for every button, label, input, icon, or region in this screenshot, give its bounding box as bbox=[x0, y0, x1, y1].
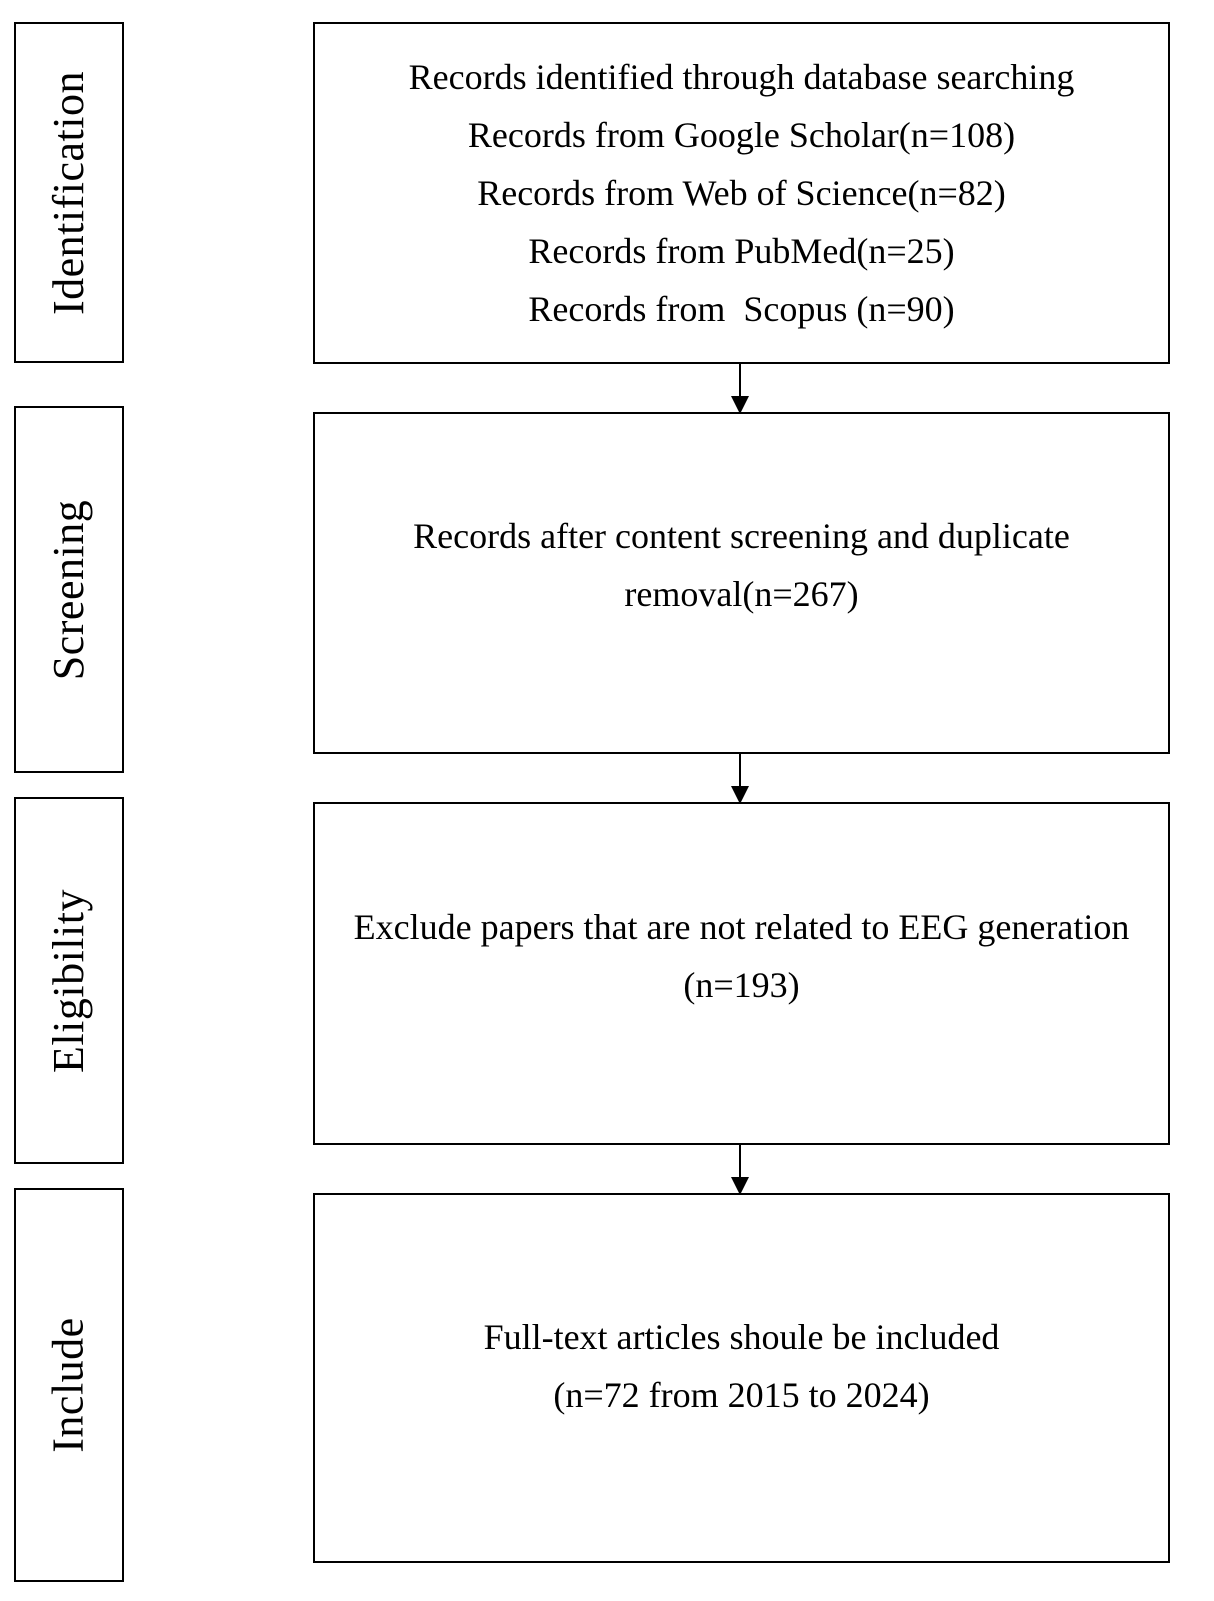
stage-label-screening: Screening bbox=[44, 499, 93, 680]
stage-screening: Screening bbox=[14, 406, 124, 773]
box-line: Records from PubMed(n=25) bbox=[528, 231, 955, 271]
box-line: Full-text articles shoule be included bbox=[483, 1317, 1000, 1357]
box-line: removal(n=267) bbox=[624, 574, 859, 614]
box-line: Records identified through database sear… bbox=[408, 57, 1075, 97]
box-line: Records after content screening and dupl… bbox=[413, 516, 1070, 556]
eligibility-box: Exclude papers that are not related to E… bbox=[313, 802, 1170, 1145]
screening-box: Records after content screening and dupl… bbox=[313, 412, 1170, 754]
stage-identification: Identification bbox=[14, 22, 124, 363]
box-line: Records from Google Scholar(n=108) bbox=[467, 115, 1016, 155]
flow-arrow-1 bbox=[739, 364, 741, 412]
stage-label-include: Include bbox=[44, 1317, 93, 1453]
include-box: Full-text articles shoule be included (n… bbox=[313, 1193, 1170, 1563]
stage-eligibility: Eligibility bbox=[14, 797, 124, 1164]
flow-arrow-3 bbox=[739, 1145, 741, 1193]
identification-box: Records identified through database sear… bbox=[313, 22, 1170, 364]
flow-arrow-2 bbox=[739, 754, 741, 802]
box-line: Records from Scopus (n=90) bbox=[528, 289, 955, 329]
box-line: Exclude papers that are not related to E… bbox=[353, 906, 1130, 947]
stage-label-eligibility: Eligibility bbox=[44, 888, 94, 1073]
stage-label-identification: Identification bbox=[44, 70, 94, 315]
box-line: Records from Web of Science(n=82) bbox=[477, 173, 1006, 213]
stage-include: Include bbox=[14, 1188, 124, 1582]
box-line: (n=193) bbox=[683, 964, 800, 1005]
box-line: (n=72 from 2015 to 2024) bbox=[553, 1375, 930, 1415]
